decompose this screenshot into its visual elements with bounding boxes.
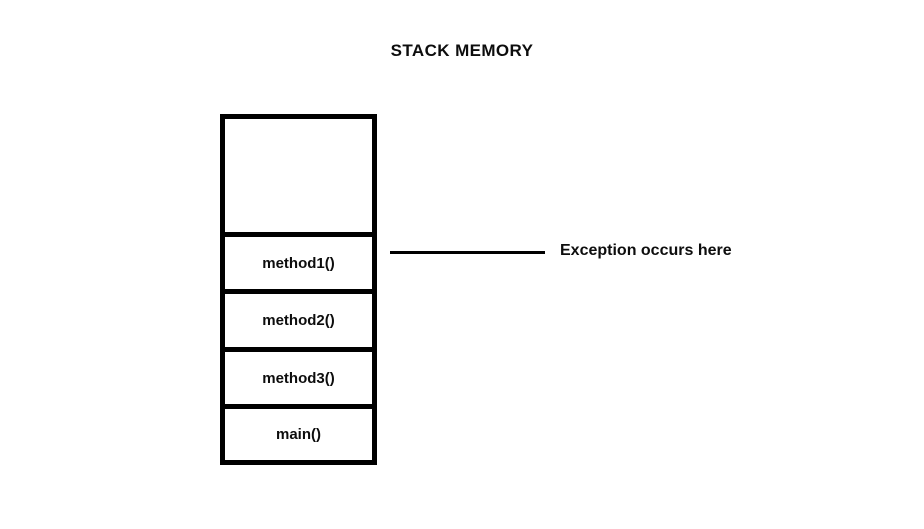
stack-cell-method3: method3(): [225, 346, 372, 405]
annotation-label: Exception occurs here: [560, 242, 732, 259]
stack-memory-box: method1() method2() method3() main(): [220, 114, 377, 465]
annotation-leader-line: [390, 251, 545, 254]
stack-cell-main: main(): [225, 404, 372, 461]
stack-cell-method2: method2(): [225, 289, 372, 347]
stack-cell-method1: method1(): [225, 231, 372, 290]
page-title: STACK MEMORY: [390, 41, 534, 60]
stack-cell-empty: [225, 119, 372, 232]
